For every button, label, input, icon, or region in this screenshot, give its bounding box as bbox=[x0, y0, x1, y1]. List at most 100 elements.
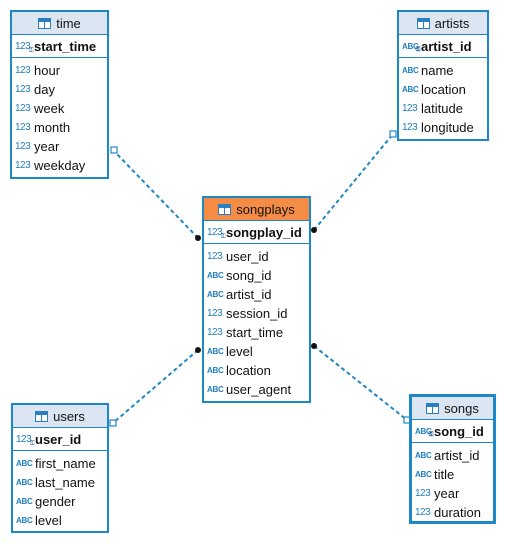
pk-endpoint-time bbox=[110, 146, 118, 154]
link-songplays-users[interactable] bbox=[112, 349, 199, 424]
column-name: gender bbox=[35, 494, 76, 509]
numeric-key-icon: 123⚿ bbox=[15, 40, 34, 54]
column-name: level bbox=[226, 344, 253, 359]
text-type-icon: ABC bbox=[16, 516, 33, 525]
numeric-type-icon: 123 bbox=[15, 141, 31, 152]
column-name: song_id bbox=[434, 423, 484, 439]
column-name: level bbox=[35, 513, 62, 528]
column-name: user_id bbox=[35, 431, 82, 447]
table-header[interactable]: artists bbox=[399, 12, 487, 35]
key-icon: ⚿ bbox=[220, 233, 226, 240]
column-name: user_id bbox=[226, 249, 269, 264]
column-name: location bbox=[226, 363, 271, 378]
fk-endpoint-artists bbox=[311, 227, 317, 233]
column-name: longitude bbox=[421, 120, 474, 135]
column-name: title bbox=[434, 467, 455, 482]
column-name: start_time bbox=[226, 325, 284, 340]
table-header[interactable]: songs bbox=[412, 397, 493, 420]
column-name: start_time bbox=[34, 38, 97, 54]
column-name: week bbox=[34, 101, 65, 116]
link-songplays-songs[interactable] bbox=[313, 345, 408, 421]
column-name: month bbox=[34, 120, 71, 135]
table-header[interactable]: time bbox=[12, 12, 107, 35]
primary-key-column[interactable]: 123⚿ songplay_id bbox=[204, 221, 309, 244]
column-name: latitude bbox=[421, 101, 463, 116]
table-header[interactable]: users bbox=[13, 405, 107, 428]
table-header[interactable]: songplays bbox=[204, 198, 309, 221]
primary-key-column[interactable]: 123⚿ start_time bbox=[12, 35, 107, 58]
numeric-type-icon: 123 bbox=[415, 488, 431, 499]
numeric-type-icon: 123 bbox=[15, 103, 31, 114]
numeric-type-icon: 123 bbox=[15, 160, 31, 171]
table-name: artists bbox=[434, 15, 470, 31]
text-type-icon: ABC bbox=[402, 66, 419, 75]
primary-key-column[interactable]: 123⚿ user_id bbox=[13, 428, 107, 451]
key-icon: ⚿ bbox=[428, 431, 434, 438]
table-name: songplays bbox=[236, 201, 295, 217]
text-type-icon: ABC bbox=[415, 470, 432, 479]
table-icon bbox=[426, 402, 440, 414]
key-icon: ⚿ bbox=[29, 440, 35, 447]
link-songplays-time[interactable] bbox=[113, 150, 199, 239]
text-type-icon: ABC bbox=[207, 271, 224, 280]
numeric-type-icon: 123 bbox=[15, 122, 31, 133]
primary-key-column[interactable]: ABC⚿ song_id bbox=[412, 420, 493, 443]
table-name: users bbox=[53, 408, 85, 424]
column-name: artist_id bbox=[434, 448, 480, 463]
text-type-icon: ABC bbox=[16, 459, 33, 468]
fk-endpoint-time bbox=[195, 235, 201, 241]
numeric-key-icon: 123⚿ bbox=[207, 226, 226, 240]
text-type-icon: ABC bbox=[402, 85, 419, 94]
column-name: last_name bbox=[35, 475, 95, 490]
text-type-icon: ABC bbox=[207, 385, 224, 394]
column-name: weekday bbox=[34, 158, 86, 173]
link-songplays-artists[interactable] bbox=[313, 133, 394, 231]
numeric-type-icon: 123 bbox=[207, 251, 223, 262]
column-name: name bbox=[421, 63, 454, 78]
numeric-key-icon: 123⚿ bbox=[16, 433, 35, 447]
text-type-icon: ABC bbox=[16, 497, 33, 506]
table-icon bbox=[38, 17, 52, 29]
column-name: year bbox=[434, 486, 460, 501]
text-key-icon: ABC⚿ bbox=[415, 426, 434, 438]
column-name: song_id bbox=[226, 268, 272, 283]
numeric-type-icon: 123 bbox=[402, 122, 418, 133]
column-name: user_agent bbox=[226, 382, 292, 397]
column-name: artist_id bbox=[226, 287, 272, 302]
table-icon bbox=[35, 410, 49, 422]
primary-key-column[interactable]: ABC⚿ artist_id bbox=[399, 35, 487, 58]
numeric-type-icon: 123 bbox=[207, 327, 223, 338]
